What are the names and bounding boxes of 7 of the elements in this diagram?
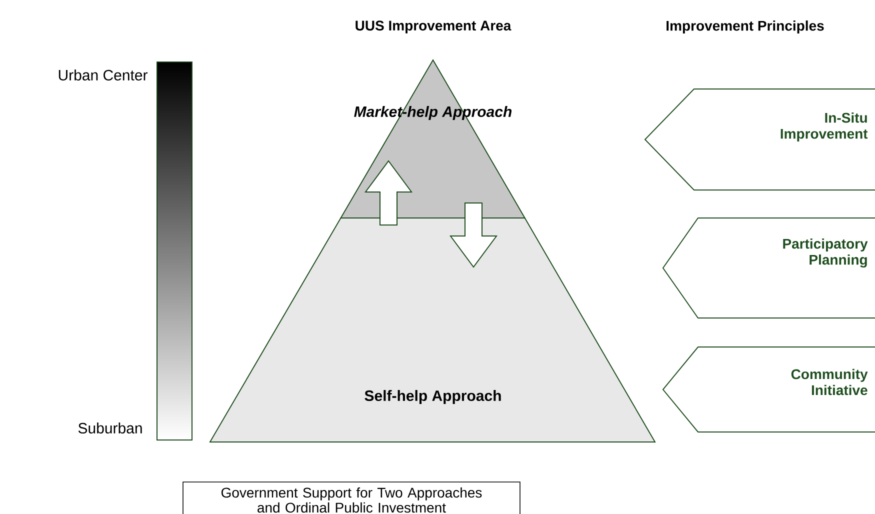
block-arrow: [450, 202, 498, 268]
column-heading: UUS Improvement Area: [356, 20, 512, 34]
block-arrow: [364, 160, 412, 226]
axis-label: Suburban: [78, 422, 142, 434]
text-box: Government Support for Two Approaches and Ordinal Public Investment: [182, 482, 520, 514]
column-heading: Improvement Principles: [666, 20, 824, 34]
axis-label: Urban Center: [58, 70, 148, 80]
